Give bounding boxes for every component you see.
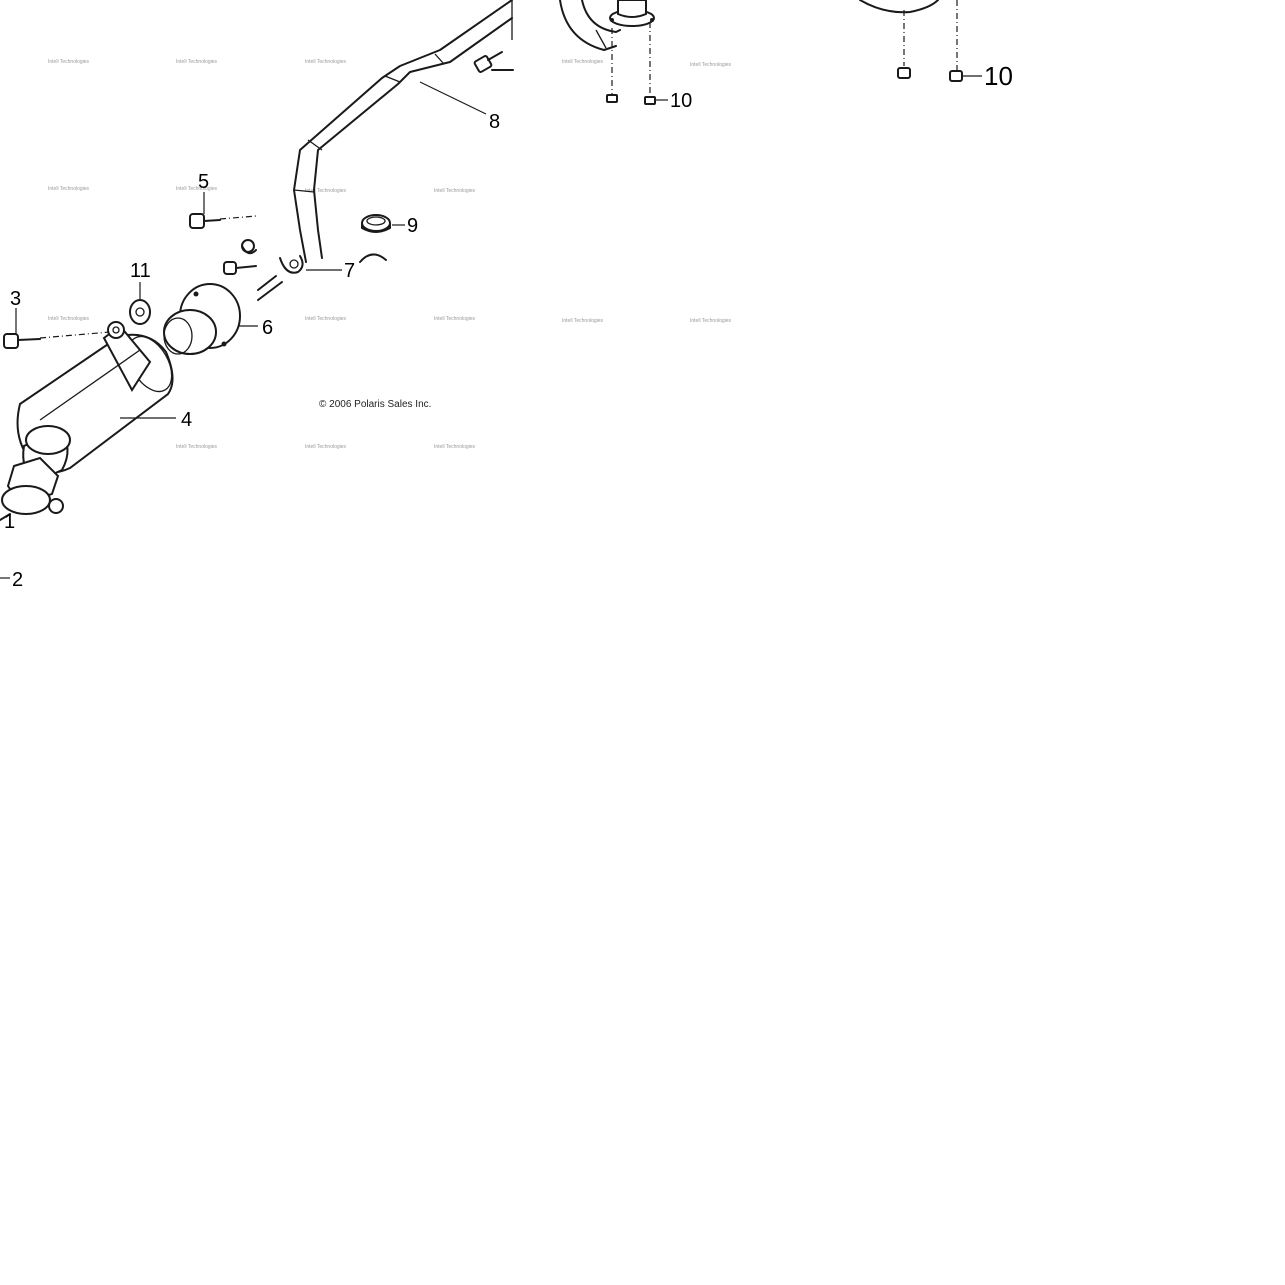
callout-10-middle: 10 [670, 90, 692, 112]
muffler-body [16, 321, 174, 484]
callout-labels: 8 9 7 5 11 3 6 4 1 2 10 10 [0, 61, 1013, 591]
callout-10-right: 10 [984, 61, 1013, 91]
bolt-icon [189, 213, 257, 229]
watermark: Intell Technologies [434, 188, 476, 194]
clamp-icon [257, 255, 304, 301]
callout-11: 11 [130, 260, 151, 282]
callout-6: 6 [262, 317, 273, 339]
watermark: Intell Technologies [176, 186, 218, 192]
exhaust-assembly-right [859, 0, 982, 82]
bolt-icon [473, 51, 514, 73]
watermark: Intell Technologies [176, 59, 218, 65]
mounting-bracket [0, 456, 64, 521]
exhaust-assembly-left [0, 0, 514, 521]
header-pipe-bend [559, 0, 621, 51]
head-pipe [293, 0, 513, 263]
washer-icon [241, 239, 257, 255]
watermark: Intell Technologies [305, 59, 347, 65]
watermark: Intell Technologies [562, 59, 604, 65]
spark-arrestor-flange [163, 283, 241, 355]
nut-icon [644, 96, 656, 105]
callout-5: 5 [198, 171, 209, 193]
callout-8: 8 [489, 111, 500, 133]
watermark: Intell Technologies [48, 316, 90, 322]
watermark: Intell Technologies [434, 444, 476, 450]
watermark: Intell Technologies [176, 444, 218, 450]
watermark-layer: Intell Technologies Intell Technologies … [48, 59, 732, 450]
callout-4: 4 [181, 409, 192, 431]
watermark: Intell Technologies [305, 188, 347, 194]
nut-icon [606, 94, 618, 103]
gasket-icon [361, 214, 391, 233]
watermark: Intell Technologies [305, 444, 347, 450]
bolt-icon [223, 261, 257, 275]
callout-9: 9 [407, 215, 418, 237]
exhaust-assembly-middle [559, 0, 668, 105]
watermark: Intell Technologies [690, 318, 732, 324]
callout-2: 2 [12, 569, 23, 591]
callout-7: 7 [344, 260, 355, 282]
bolt-icon [3, 331, 111, 349]
copyright-notice: © 2006 Polaris Sales Inc. [319, 399, 431, 410]
nut-icon [897, 67, 911, 79]
watermark: Intell Technologies [434, 316, 476, 322]
nut-icon [129, 299, 151, 325]
callout-1: 1 [4, 511, 15, 533]
watermark: Intell Technologies [48, 59, 90, 65]
callout-3: 3 [10, 288, 21, 310]
exhaust-flange [609, 0, 655, 27]
watermark: Intell Technologies [48, 186, 90, 192]
watermark: Intell Technologies [690, 62, 732, 68]
watermark: Intell Technologies [562, 318, 604, 324]
watermark: Intell Technologies [305, 316, 347, 322]
nut-icon [949, 70, 963, 82]
